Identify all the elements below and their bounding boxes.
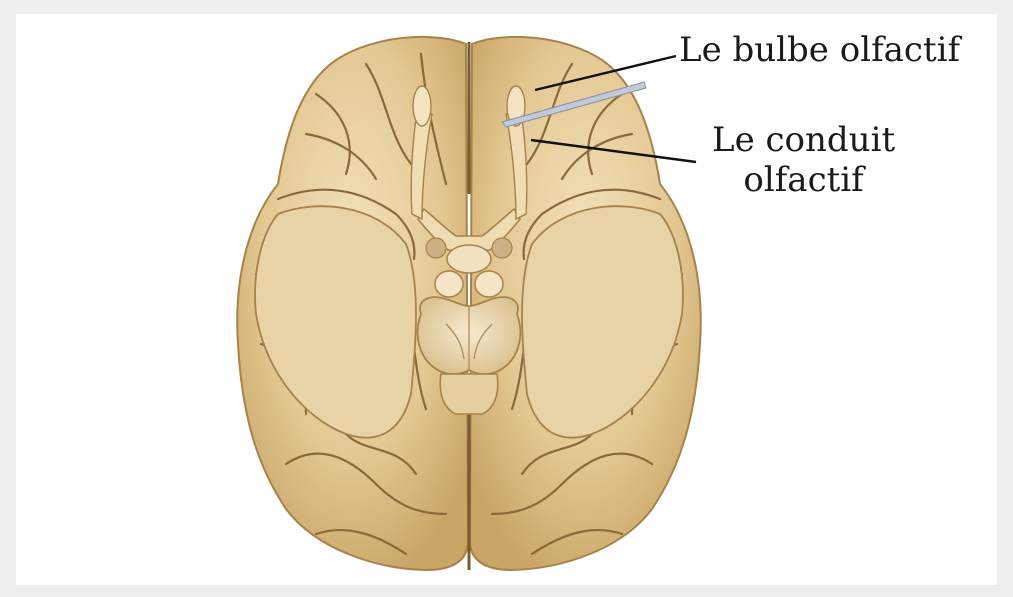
- label-olfactory-bulb: Le bulbe olfactif: [679, 30, 960, 70]
- label-olfactory-tract-line2: olfactif: [712, 160, 895, 200]
- brain-inferior-view-diagram: [16, 14, 997, 585]
- figure-frame: Le bulbe olfactif Le conduit olfactif: [16, 14, 997, 585]
- label-olfactory-tract: Le conduit olfactif: [712, 120, 895, 200]
- left-olfactory-bulb: [413, 86, 431, 126]
- label-olfactory-tract-line1: Le conduit: [712, 120, 895, 160]
- medulla: [440, 374, 498, 414]
